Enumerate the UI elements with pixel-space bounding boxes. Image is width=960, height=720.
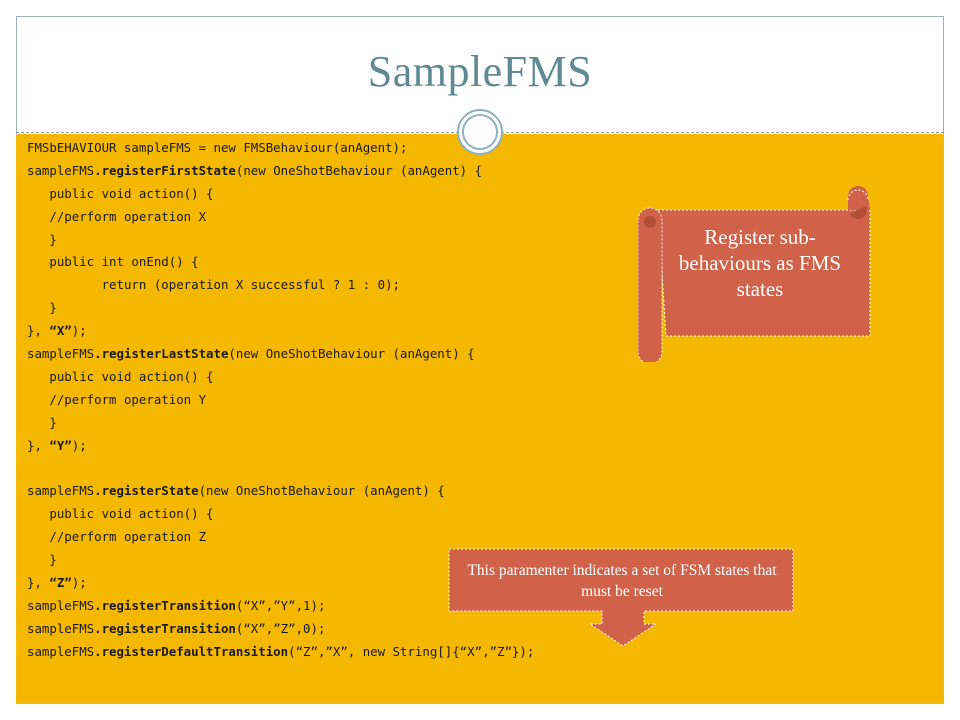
code-segment: sampleFMS (27, 483, 95, 499)
code-segment: ); (71, 437, 87, 453)
code-segment: (new OneShotBehaviour (anAgent) { (235, 162, 483, 178)
code-state-name: “X” (49, 323, 72, 339)
code-line: //perform operation Y (27, 391, 207, 407)
code-segment: (“X”,”Y”,1); (235, 597, 326, 613)
code-line: }, “X”); (27, 320, 534, 343)
code-line: sampleFMS.registerLastState(new OneShotB… (27, 343, 534, 366)
code-segment: (new OneShotBehaviour (anAgent) { (198, 483, 445, 499)
code-line: sampleFMS.registerTransition(“X”,”Y”,1); (27, 595, 534, 618)
code-segment: }, (27, 574, 50, 590)
code-segment: (“Z”,”X”, new String[]{“X”,”Z”}); (288, 643, 535, 659)
code-line: return (operation X successful ? 1 : 0); (27, 277, 400, 293)
code-line: }, “Y”); (27, 435, 534, 458)
code-method: .registerFirstState (94, 162, 236, 178)
code-line: sampleFMS.registerState(new OneShotBehav… (27, 480, 534, 503)
code-block: FMSbEHAVIOUR sampleFMS = new FMSBehaviou… (27, 137, 534, 663)
code-segment: (“X”,”Z”,0); (235, 620, 326, 636)
scroll-callout-shape (638, 186, 871, 362)
code-segment: sampleFMS (27, 162, 95, 178)
code-line: } (27, 552, 57, 568)
code-line: sampleFMS.registerTransition(“X”,”Z”,0); (27, 618, 534, 641)
code-line: } (27, 300, 57, 316)
code-segment: sampleFMS (27, 620, 95, 636)
code-line: //perform operation X (27, 208, 207, 224)
code-method: .registerState (94, 483, 199, 499)
code-segment: sampleFMS (27, 346, 95, 362)
code-state-name: “Z” (49, 574, 72, 590)
arrow-callout-shape (448, 548, 794, 647)
code-segment: sampleFMS (27, 643, 95, 659)
code-line: sampleFMS.registerFirstState(new OneShot… (27, 160, 534, 183)
code-line: public void action() { (27, 506, 214, 522)
code-method: .registerTransition (94, 597, 236, 613)
code-line: public int onEnd() { (27, 254, 199, 270)
arrow-callout-text: This paramenter indicates a set of FSM s… (467, 562, 777, 600)
code-line (27, 457, 534, 480)
code-line: //perform operation Z (27, 529, 207, 545)
code-line: public void action() { (27, 185, 214, 201)
code-line: public void action() { (27, 368, 214, 384)
code-line: FMSbEHAVIOUR sampleFMS = new FMSBehaviou… (27, 140, 408, 155)
code-line: } (27, 231, 57, 247)
code-segment: ); (71, 574, 87, 590)
code-segment: (new OneShotBehaviour (anAgent) { (228, 346, 475, 362)
circle-ornament-icon (457, 109, 503, 155)
code-segment: }, (27, 437, 50, 453)
code-line: }, “Z”); (27, 572, 534, 595)
slide-title: SampleFMS (367, 47, 593, 96)
scroll-callout-text: Register sub-behaviours as FMS states (678, 225, 842, 301)
code-method: .registerLastState (94, 346, 229, 362)
code-state-name: “Y” (49, 437, 72, 453)
code-segment: ); (71, 323, 87, 339)
code-line: sampleFMS.registerDefaultTransition(“Z”,… (27, 641, 534, 664)
code-segment: }, (27, 323, 50, 339)
code-segment: sampleFMS (27, 597, 95, 613)
code-line: } (27, 414, 57, 430)
code-method: .registerTransition (94, 620, 236, 636)
code-method: .registerDefaultTransition (94, 643, 289, 659)
